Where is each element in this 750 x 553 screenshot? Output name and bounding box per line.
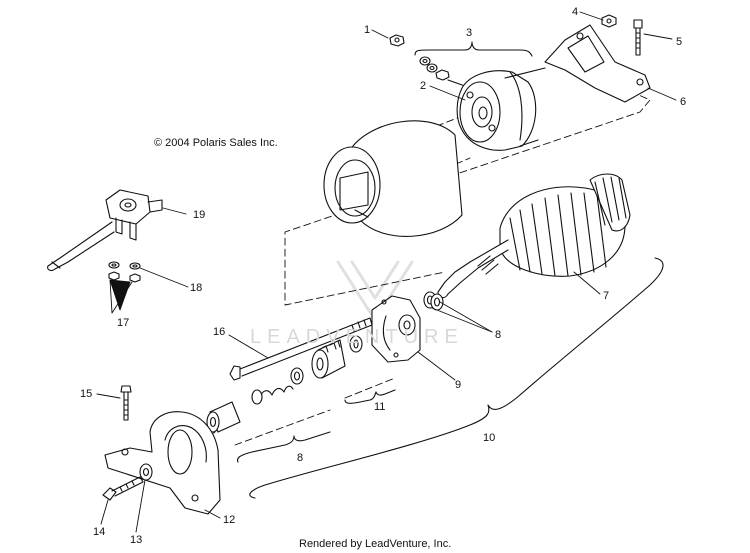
callout-6: 6 (680, 96, 687, 108)
callout-2: 2 (420, 80, 427, 92)
callout-15: 15 (80, 388, 93, 400)
group-bracket-part-8-lower (236, 431, 331, 463)
callout-5: 5 (676, 36, 683, 48)
callout-8-lower: 8 (297, 452, 304, 464)
footer-text: Rendered by LeadVenture, Inc. (299, 538, 452, 550)
washer-part-13 (139, 463, 153, 481)
bolt-part-5 (633, 19, 643, 56)
watermark-text: LEADVENTURE (250, 326, 464, 348)
solenoid-part-19 (47, 189, 163, 271)
group-bracket-part-10 (249, 257, 664, 499)
callout-18: 18 (190, 282, 203, 294)
callout-1: 1 (364, 24, 371, 36)
washer-set-part-3 (419, 56, 466, 87)
bolt-part-14 (102, 476, 144, 501)
hardware-set-part-17-18 (108, 261, 141, 283)
callout-10: 10 (483, 432, 496, 444)
callout-8-upper: 8 (495, 329, 502, 341)
callout-3: 3 (466, 27, 473, 39)
callout-11: 11 (374, 401, 386, 413)
end-cap-part-2 (456, 67, 546, 151)
leader-lines (96, 11, 677, 533)
washer-set-part-8-upper (423, 291, 444, 311)
callout-9: 9 (455, 379, 462, 391)
drive-end-housing-part-9 (371, 295, 421, 363)
bolt-part-15 (120, 385, 132, 421)
nut-part-4 (601, 14, 617, 28)
callout-4: 4 (572, 6, 579, 18)
callout-17: 17 (117, 317, 130, 329)
copyright-text: © 2004 Polaris Sales Inc. (154, 137, 278, 149)
callout-19: 19 (193, 209, 206, 221)
group-bracket-part-3 (414, 41, 533, 57)
callout-13: 13 (130, 534, 143, 546)
armature-part-7 (437, 173, 631, 299)
callout-7: 7 (603, 290, 610, 302)
callout-12: 12 (223, 514, 236, 526)
group-bracket-part-11 (344, 389, 396, 404)
pinion-assembly-part-11 (311, 335, 363, 379)
spring-set-part-8-lower (206, 367, 304, 433)
callout-14: 14 (93, 526, 106, 538)
callout-16: 16 (213, 326, 226, 338)
mounting-bracket-part-12 (104, 411, 221, 515)
bracket-part-6 (544, 24, 651, 103)
through-bolt-part-16 (229, 317, 373, 381)
nut-part-1 (389, 34, 405, 47)
starter-housing (323, 120, 463, 237)
